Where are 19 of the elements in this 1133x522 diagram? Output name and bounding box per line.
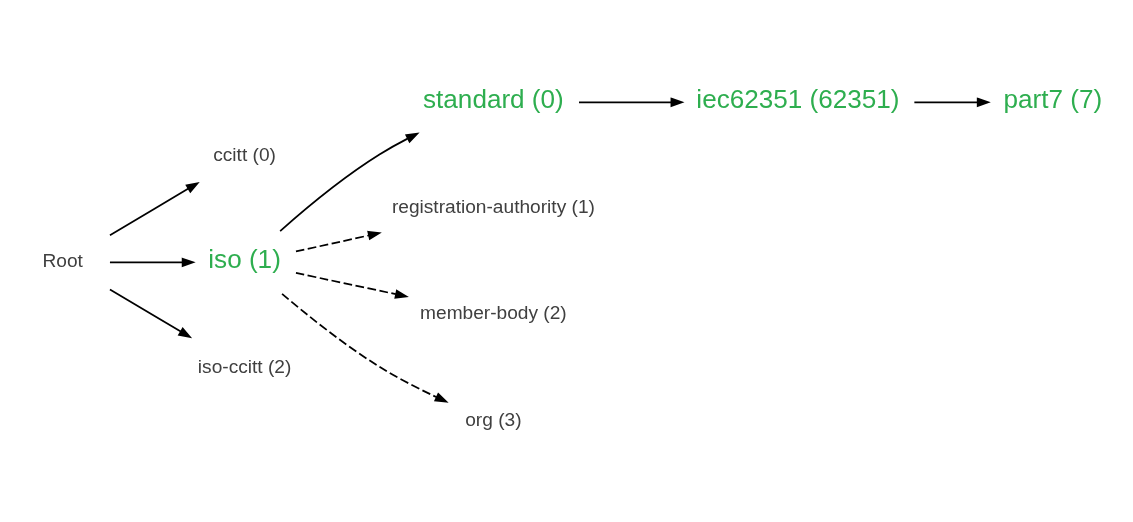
arrow xyxy=(109,181,200,236)
node-text: member-body (2) xyxy=(420,301,567,323)
arrow xyxy=(295,230,382,252)
arrow xyxy=(578,96,685,107)
arrow xyxy=(295,271,409,299)
node-text: iec62351 (62351) xyxy=(696,83,900,114)
arrow xyxy=(109,257,196,267)
node-text: iso-ccitt (2) xyxy=(197,355,292,377)
node-text: registration-authority (1) xyxy=(391,195,595,217)
node-text: Root xyxy=(42,249,83,271)
node-text: org (3) xyxy=(465,408,522,430)
node-text: part7 (7) xyxy=(1003,83,1103,114)
arrow xyxy=(913,96,991,107)
arrow xyxy=(281,292,449,403)
arrow xyxy=(109,288,193,338)
arrow xyxy=(279,132,420,232)
node-text: iso (1) xyxy=(208,243,281,274)
node-text: ccitt (0) xyxy=(213,143,276,165)
node-text: standard (0) xyxy=(423,83,564,114)
